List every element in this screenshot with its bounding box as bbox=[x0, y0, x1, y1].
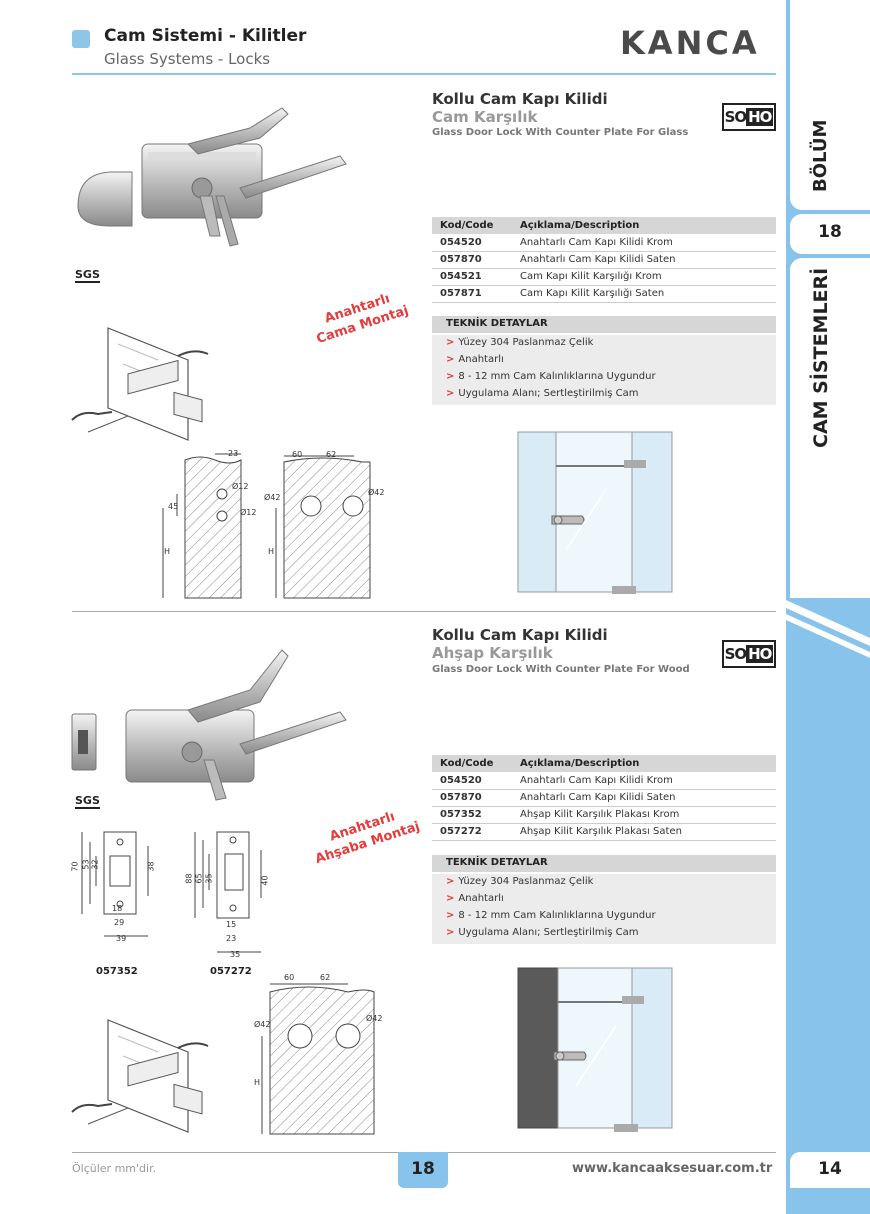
list-item: >8 - 12 mm Cam Kalınlıklarına Uygundur bbox=[446, 371, 656, 382]
dim-label: 38 bbox=[146, 861, 156, 872]
header-square-icon bbox=[72, 30, 90, 48]
exploded-assembly-diagram bbox=[71, 327, 209, 441]
page-subtitle: Glass Systems - Locks bbox=[104, 50, 271, 68]
dim-label: 35 bbox=[230, 950, 241, 959]
product-title: Kollu Cam Kapı Kilidi bbox=[432, 90, 608, 108]
stamp-mount-glass: Anahtarlı Cama Montaj bbox=[314, 291, 411, 348]
technical-details-title: TEKNİK DETAYLAR bbox=[432, 316, 776, 333]
product-subtitle: Cam Karşılık bbox=[432, 108, 538, 126]
dim-label: Ø42 bbox=[366, 1014, 383, 1023]
technical-details-list: >Yüzey 304 Paslanmaz Çelik >Anahtarlı >8… bbox=[432, 874, 776, 944]
dim-label: H bbox=[164, 547, 171, 556]
footer-note: Ölçüler mm'dir. bbox=[72, 1162, 157, 1175]
technical-details-list: >Yüzey 304 Paslanmaz Çelik >Anahtarlı >8… bbox=[432, 335, 776, 405]
plate-drawing-057352 bbox=[81, 831, 149, 937]
dim-label: 40 bbox=[260, 875, 270, 886]
dim-label: 60 bbox=[284, 973, 295, 982]
side-tab-white-category bbox=[790, 258, 870, 598]
section-label: BÖLÜM bbox=[810, 119, 831, 192]
wood-door-illustration bbox=[517, 967, 673, 1132]
exploded-assembly-diagram bbox=[71, 1019, 209, 1133]
dim-label: 60 bbox=[292, 450, 303, 459]
glass-door-illustration bbox=[517, 431, 673, 594]
dim-label: 39 bbox=[116, 934, 127, 943]
table-header: Açıklama/Description bbox=[512, 755, 776, 772]
side-tab-white-number bbox=[790, 214, 870, 254]
table-header: Kod/Code bbox=[432, 755, 512, 772]
list-item: >Anahtarlı bbox=[446, 354, 504, 365]
dim-label: Ø12 bbox=[240, 508, 257, 517]
footer-page-number: 14 bbox=[790, 1152, 870, 1188]
brand-logo: KANCA bbox=[620, 24, 760, 62]
dim-label: H bbox=[268, 547, 275, 556]
section-number: 18 bbox=[818, 222, 842, 242]
dim-label: 32 bbox=[90, 859, 100, 870]
product-image-lock-wood bbox=[71, 649, 347, 801]
product-english-title: Glass Door Lock With Counter Plate For G… bbox=[432, 127, 689, 138]
list-item: >Uygulama Alanı; Sertleştirilmiş Cam bbox=[446, 388, 639, 399]
dim-label: Ø42 bbox=[368, 488, 385, 497]
dimension-drawing-glass-holes bbox=[162, 453, 242, 599]
section-divider bbox=[72, 611, 776, 612]
list-item: >8 - 12 mm Cam Kalınlıklarına Uygundur bbox=[446, 910, 656, 921]
product-image-lock-glass bbox=[77, 107, 347, 247]
product-title: Kollu Cam Kapı Kilidi bbox=[432, 626, 608, 644]
dim-label: 35 bbox=[204, 873, 214, 884]
list-item: >Yüzey 304 Paslanmaz Çelik bbox=[446, 876, 594, 887]
dim-label: 62 bbox=[326, 450, 337, 459]
dimension-drawing-glass-counter bbox=[275, 455, 371, 599]
page-title: Cam Sistemi - Kilitler bbox=[104, 26, 307, 46]
product-english-title: Glass Door Lock With Counter Plate For W… bbox=[432, 664, 690, 675]
dim-label: 23 bbox=[226, 934, 237, 943]
dim-label: 18 bbox=[112, 904, 123, 913]
list-item: >Anahtarlı bbox=[446, 893, 504, 904]
list-item: >Uygulama Alanı; Sertleştirilmiş Cam bbox=[446, 927, 639, 938]
plate-drawing-057272 bbox=[194, 831, 262, 953]
technical-details-title: TEKNİK DETAYLAR bbox=[432, 855, 776, 872]
header-divider bbox=[72, 73, 776, 75]
dim-label: 29 bbox=[114, 918, 125, 927]
plate-code-label: 057272 bbox=[210, 966, 252, 977]
dim-label: 23 bbox=[228, 449, 239, 458]
sgs-logo: SGS bbox=[75, 268, 100, 283]
footer-page-section: 18 bbox=[398, 1152, 448, 1188]
side-tab-stripes bbox=[786, 600, 870, 658]
dim-label: 45 bbox=[168, 502, 179, 511]
sgs-logo: SGS bbox=[75, 794, 100, 809]
side-tab-white-top bbox=[790, 0, 870, 210]
plate-code-label: 057352 bbox=[96, 966, 138, 977]
dim-label: Ø42 bbox=[254, 1020, 271, 1029]
list-item: >Yüzey 304 Paslanmaz Çelik bbox=[446, 337, 594, 348]
footer-website-link[interactable]: www.kancaaksesuar.com.tr bbox=[572, 1161, 773, 1176]
stamp-mount-wood: Anahtarlı Ahşaba Montaj bbox=[313, 809, 422, 868]
dim-label: Ø12 bbox=[232, 482, 249, 491]
dimension-drawing-wood-counter bbox=[261, 983, 375, 1135]
dim-label: 88 bbox=[184, 873, 194, 884]
dim-label: H bbox=[254, 1078, 261, 1087]
dim-label: 15 bbox=[226, 920, 237, 929]
table-header: Açıklama/Description bbox=[512, 217, 776, 234]
dim-label: 70 bbox=[70, 861, 80, 872]
product-subtitle: Ahşap Karşılık bbox=[432, 644, 553, 662]
dim-label: Ø42 bbox=[264, 493, 281, 502]
dim-label: 53 bbox=[81, 859, 91, 870]
category-label: CAM SİSTEMLERİ bbox=[810, 267, 832, 448]
table-header: Kod/Code bbox=[432, 217, 512, 234]
dim-label: 62 bbox=[320, 973, 331, 982]
dim-label: 65 bbox=[194, 873, 204, 884]
